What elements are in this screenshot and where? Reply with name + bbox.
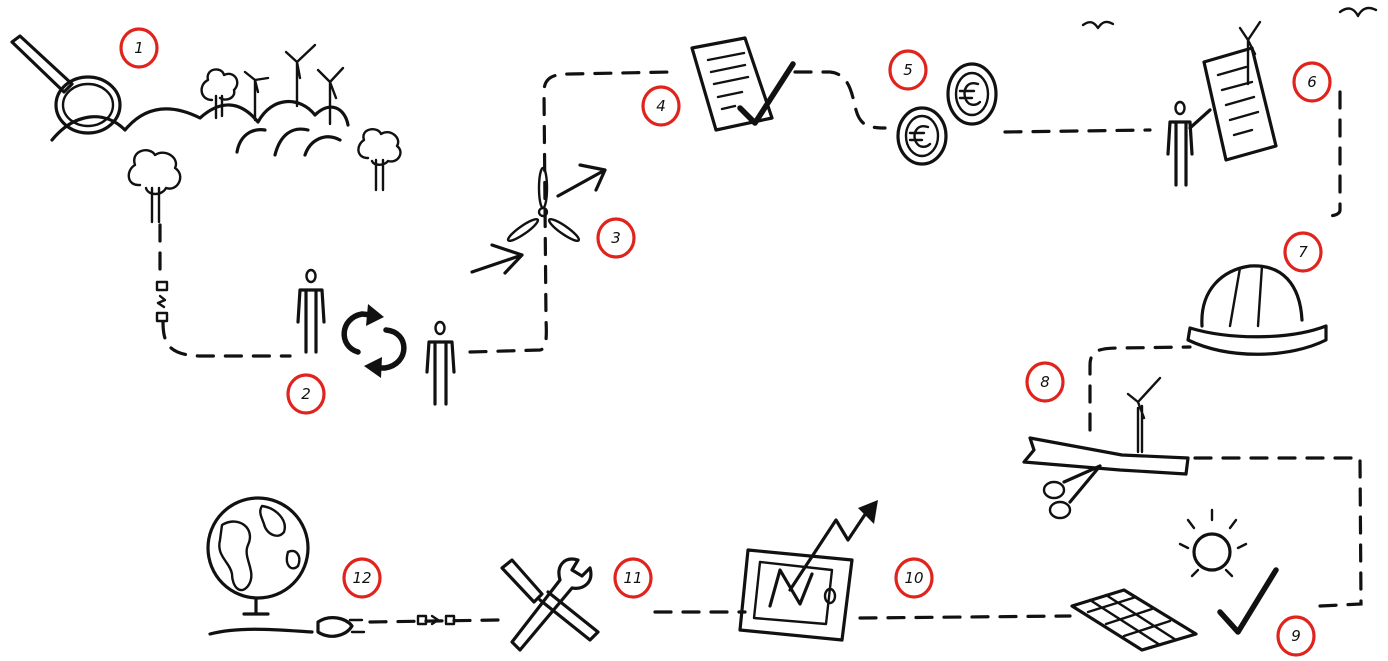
step-number: 8 xyxy=(1040,373,1050,391)
approved-document-icon xyxy=(690,36,796,132)
step-number: 1 xyxy=(134,39,144,57)
step-number: 9 xyxy=(1291,627,1301,645)
step-badge-10: 10 xyxy=(894,557,934,599)
step-number: 5 xyxy=(903,61,913,79)
step-badge-5: 5 xyxy=(888,49,928,91)
step-number: 3 xyxy=(611,229,621,247)
step-badge-6: 6 xyxy=(1292,61,1332,103)
step-number: 11 xyxy=(623,569,642,587)
step-badge-3: 3 xyxy=(596,217,636,259)
step-badge-1: 1 xyxy=(119,27,159,69)
step-badge-4: 4 xyxy=(641,85,681,127)
hard-hat-icon xyxy=(1186,264,1328,356)
step-badge-2: 2 xyxy=(286,373,326,415)
step-number: 10 xyxy=(904,569,923,587)
step-badge-9: 9 xyxy=(1276,615,1316,657)
presentation-icon xyxy=(1166,20,1278,187)
step-badge-ring xyxy=(286,373,326,415)
step-badge-ring xyxy=(1025,361,1065,403)
ribbon-cutting-icon xyxy=(1022,376,1190,520)
step-badge-ring xyxy=(119,27,159,69)
monitoring-trend-icon xyxy=(738,500,878,642)
step-number: 4 xyxy=(656,97,666,115)
step-number: 6 xyxy=(1307,73,1317,91)
step-badge-ring xyxy=(342,557,382,599)
birds-decoration xyxy=(1081,6,1378,30)
step-badge-ring xyxy=(641,85,681,127)
step-badge-12: 12 xyxy=(342,557,382,599)
maintenance-tools-icon xyxy=(500,557,600,652)
step-number: 7 xyxy=(1298,243,1308,261)
step-badge-ring xyxy=(1276,615,1316,657)
step-badge-ring xyxy=(894,557,934,599)
step-badge-ring xyxy=(1283,231,1323,273)
process-path xyxy=(158,70,1363,624)
step-badge-8: 8 xyxy=(1025,361,1065,403)
step-badge-ring xyxy=(613,557,653,599)
step-badge-11: 11 xyxy=(613,557,653,599)
globe-plug-icon xyxy=(206,496,456,638)
magnifier-landscape-icon xyxy=(10,34,402,323)
step-badge-ring xyxy=(596,217,636,259)
euro-coins-icon xyxy=(896,62,998,166)
step-number: 2 xyxy=(301,385,311,403)
solar-approved-icon xyxy=(1070,508,1279,652)
wind-direction-icon xyxy=(470,163,607,275)
step-badge-ring xyxy=(1292,61,1332,103)
step-number: 12 xyxy=(352,569,371,587)
people-exchange-icon xyxy=(296,268,456,406)
step-badge-ring xyxy=(888,49,928,91)
step-badge-7: 7 xyxy=(1283,231,1323,273)
